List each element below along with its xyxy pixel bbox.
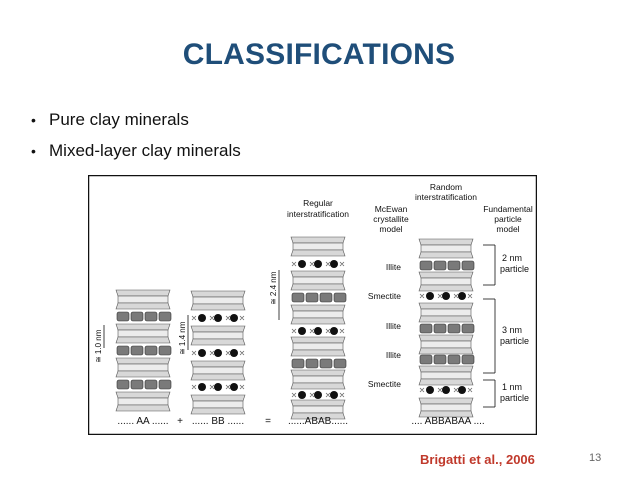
regular-header-line2: interstratification [287, 209, 349, 219]
sequence-aa: ...... AA ...... [117, 416, 168, 427]
dimension-bb-label: ≅ 1.4 nm [178, 321, 187, 355]
fundamental-header-line1: Fundamental [483, 204, 533, 214]
sequence-bb: ...... BB ...... [192, 416, 244, 427]
particle-3nm-word: particle [500, 336, 529, 346]
layer-label-illite: Illite [386, 262, 401, 272]
random-header-line1: Random [430, 182, 462, 192]
layer-label-illite: Illite [386, 321, 401, 331]
fundamental-header-line2: particle [494, 214, 522, 224]
layer-label-smectite: Smectite [368, 291, 401, 301]
bullet-dot-icon: • [31, 112, 36, 128]
random-header-line2: interstratification [415, 192, 477, 202]
interstratification-figure: Regular interstratification Random inter… [88, 175, 537, 435]
bullet-dot-icon: • [31, 143, 36, 159]
mcewan-header-line2: crystallite [373, 214, 409, 224]
bullet-item: • Mixed-layer clay minerals [31, 138, 241, 169]
sequence-random: .... ABBABAA .... [411, 416, 484, 427]
mcewan-header-line3: model [379, 224, 402, 234]
particle-2nm-word: particle [500, 264, 529, 274]
mcewan-header-line1: McEwan [375, 204, 408, 214]
particle-3nm-size: 3 nm [502, 325, 522, 335]
layer-label-illite: Illite [386, 350, 401, 360]
particle-2nm-size: 2 nm [502, 253, 522, 263]
sequence-plus: + [177, 416, 183, 427]
bullet-item: • Pure clay minerals [31, 107, 241, 138]
sequence-abab: ......ABAB...... [288, 416, 348, 427]
particle-1nm-size: 1 nm [502, 382, 522, 392]
regular-header-line1: Regular [303, 198, 333, 208]
slide-title: CLASSIFICATIONS [182, 38, 456, 71]
dimension-aa-label: ≅ 1.0 nm [94, 329, 103, 363]
bullet-text: Mixed-layer clay minerals [49, 141, 241, 160]
bullet-text: Pure clay minerals [49, 110, 189, 129]
page-number: 13 [589, 452, 602, 464]
bullet-list: • Pure clay minerals • Mixed-layer clay mi… [31, 107, 241, 169]
stack-bb [190, 290, 246, 415]
layer-label-smectite: Smectite [368, 379, 401, 389]
particle-1nm-word: particle [500, 393, 529, 403]
dimension-abab-label: ≅ 2.4 nm [269, 271, 278, 305]
citation: Brigatti et al., 2006 [420, 452, 535, 467]
fundamental-header-line3: model [496, 224, 519, 234]
sequence-equals: = [265, 416, 271, 427]
